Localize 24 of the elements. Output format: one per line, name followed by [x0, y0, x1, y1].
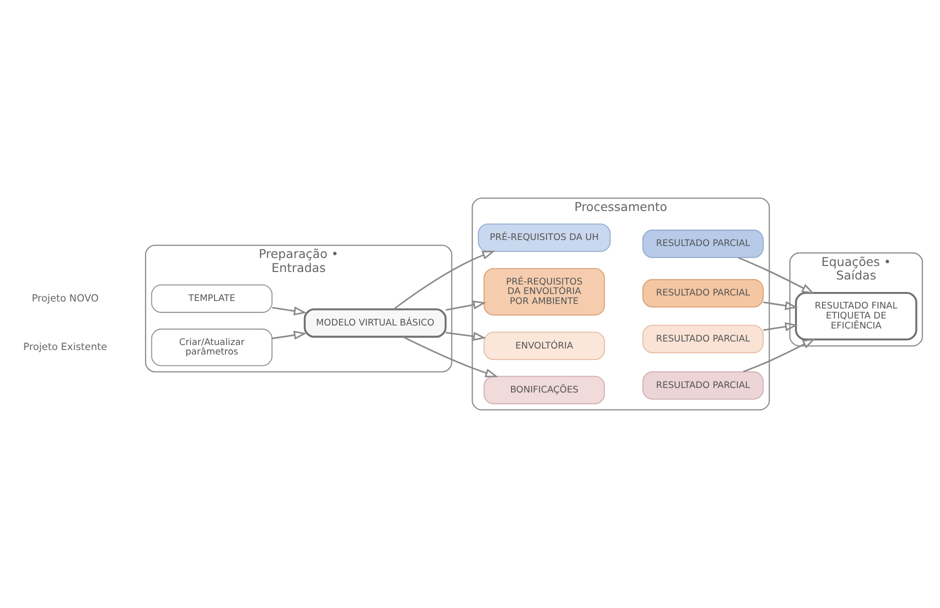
node-box: RESULTADO PARCIAL — [642, 371, 764, 400]
node-box: MODELO VIRTUAL BÁSICO — [304, 308, 447, 338]
arrow — [446, 300, 486, 311]
node-box: RESULTADO FINAL ETIQUETA DE EFICIÊNCIA — [795, 292, 918, 340]
arrow — [402, 336, 498, 378]
arrow — [393, 250, 496, 310]
arrow — [763, 301, 798, 310]
label: Projeto Existente — [23, 342, 108, 353]
arrow — [738, 256, 815, 294]
node-box: PRÉ-REQUISITOS DA ENVOLTÓRIA POR AMBIENTE — [484, 268, 605, 316]
node-box: PRÉ-REQUISITOS DA UH — [478, 224, 611, 252]
node-box: TEMPLATE — [151, 284, 272, 313]
arrow — [743, 338, 816, 372]
node-box: Criar/Atualizar parâmetros — [151, 328, 272, 366]
arrow — [763, 322, 798, 332]
label: Projeto NOVO — [32, 293, 99, 304]
node-box: RESULTADO PARCIAL — [642, 230, 764, 258]
arrow — [272, 306, 307, 316]
node-box: RESULTADO PARCIAL — [642, 279, 764, 308]
arrow — [446, 332, 486, 341]
node-box: ENVOLTÓRIA — [484, 332, 605, 360]
arrow — [272, 330, 307, 340]
node-box: RESULTADO PARCIAL — [642, 324, 764, 354]
node-box: BONIFICAÇÕES — [484, 376, 605, 404]
